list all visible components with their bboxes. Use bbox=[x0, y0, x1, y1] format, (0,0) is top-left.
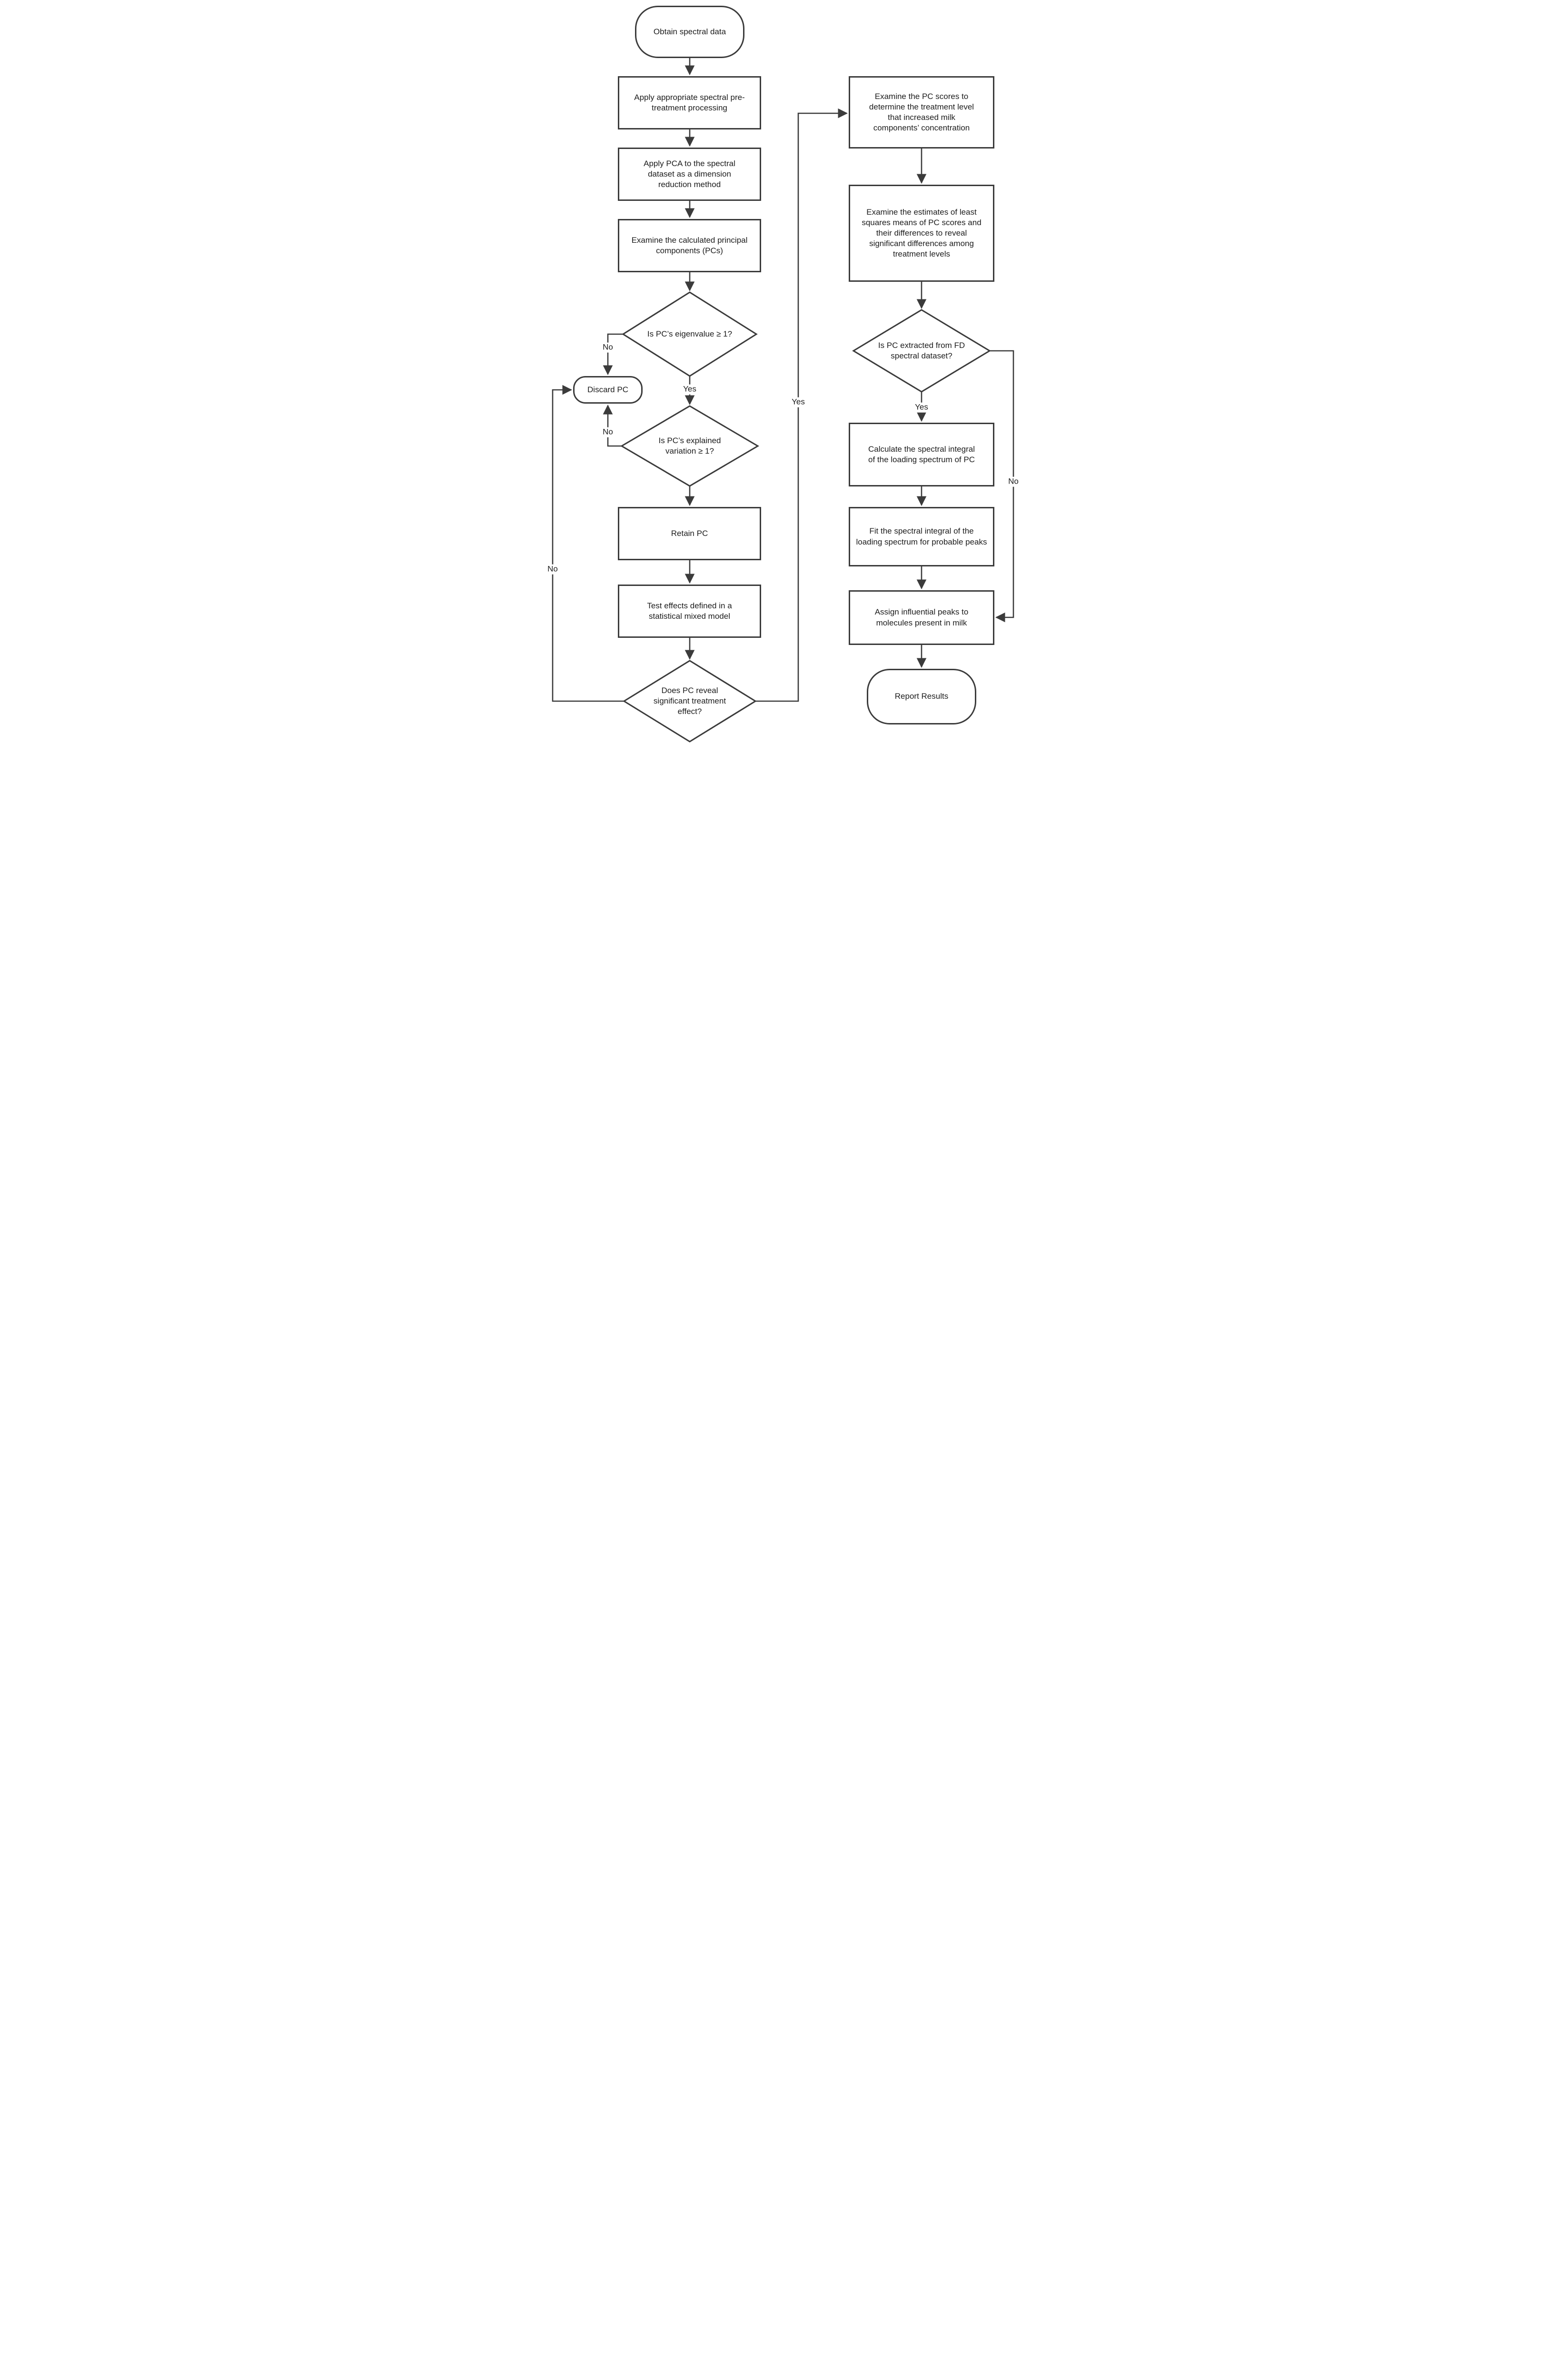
report-terminator: Report Results bbox=[867, 669, 976, 724]
edge-label-eigenvalue-no: No bbox=[601, 342, 615, 353]
edge-label-variation-no: No bbox=[601, 427, 615, 437]
diamond-shape bbox=[624, 661, 755, 742]
variation-decision-diamond: Is PC’s explained variation ≥ 1? bbox=[622, 406, 758, 486]
discard-pc-terminator: Discard PC bbox=[573, 376, 643, 404]
assign-peaks-process-box: Assign influential peaks to molecules pr… bbox=[849, 590, 994, 645]
edge-variation-no-discard bbox=[603, 404, 622, 447]
examine-pcs-label: Examine the calculated principal compone… bbox=[631, 235, 748, 255]
examine-means-process-box: Examine the estimates of least squares m… bbox=[849, 185, 994, 282]
edge-treatment-yes-examinescores bbox=[755, 108, 848, 702]
edge-eigenvalue-no-discard bbox=[603, 333, 623, 376]
calc-integral-label: Calculate the spectral integral of the l… bbox=[868, 444, 975, 464]
fit-integral-process-box: Fit the spectral integral of the loading… bbox=[849, 507, 994, 566]
eigenvalue-decision-diamond: Is PC’s eigenvalue ≥ 1? bbox=[623, 292, 756, 376]
examine-scores-label: Examine the PC scores to determine the t… bbox=[869, 91, 974, 133]
diamond-shape bbox=[623, 292, 756, 376]
start-label: Obtain spectral data bbox=[653, 27, 726, 36]
flowchart-canvas: Obtain spectral data Apply appropriate s… bbox=[538, 0, 1029, 751]
assign-peaks-label: Assign influential peaks to molecules pr… bbox=[874, 607, 969, 627]
retain-pc-process-box: Retain PC bbox=[618, 507, 761, 560]
edge-label-treatment-no: No bbox=[546, 564, 559, 575]
calc-integral-process-box: Calculate the spectral integral of the l… bbox=[849, 423, 994, 486]
examine-scores-process-box: Examine the PC scores to determine the t… bbox=[849, 76, 994, 149]
test-effects-label: Test effects defined in a statistical mi… bbox=[647, 601, 732, 621]
treatment-decision-diamond: Does PC reveal significant treatment eff… bbox=[624, 661, 755, 742]
test-effects-process-box: Test effects defined in a statistical mi… bbox=[618, 585, 761, 638]
variation-check-label: Is PC’s explained variation ≥ 1? bbox=[658, 436, 721, 456]
connector-layer bbox=[552, 58, 1014, 702]
report-label: Report Results bbox=[894, 692, 949, 701]
fit-integral-label: Fit the spectral integral of the loading… bbox=[856, 526, 987, 546]
eigenvalue-check-label: Is PC’s eigenvalue ≥ 1? bbox=[647, 329, 733, 338]
edge-label-fd-yes: Yes bbox=[913, 402, 930, 413]
edge-label-eigenvalue-yes: Yes bbox=[682, 384, 698, 395]
discard-pc-label: Discard PC bbox=[587, 385, 628, 394]
edge-label-fd-no: No bbox=[1007, 476, 1020, 487]
edge-label-treatment-yes: Yes bbox=[790, 397, 806, 407]
diamond-shape bbox=[853, 310, 990, 392]
apply-pca-label: Apply PCA to the spectral dataset as a d… bbox=[644, 159, 735, 189]
apply-pca-process-box: Apply PCA to the spectral dataset as a d… bbox=[618, 148, 761, 201]
examine-means-label: Examine the estimates of least squares m… bbox=[862, 207, 982, 259]
retain-pc-label: Retain PC bbox=[671, 528, 708, 538]
pretreatment-label: Apply appropriate spectral pre-treatment… bbox=[634, 92, 745, 112]
fd-decision-diamond: Is PC extracted from FD spectral dataset… bbox=[853, 310, 990, 392]
examine-pcs-process-box: Examine the calculated principal compone… bbox=[618, 219, 761, 272]
edge-treatment-no-discard bbox=[552, 385, 624, 702]
diamond-shape bbox=[622, 406, 758, 486]
pretreatment-process-box: Apply appropriate spectral pre-treatment… bbox=[618, 76, 761, 129]
fd-check-label: Is PC extracted from FD spectral dataset… bbox=[878, 340, 965, 360]
treatment-check-label: Does PC reveal significant treatment eff… bbox=[653, 685, 726, 716]
start-terminator: Obtain spectral data bbox=[635, 6, 744, 58]
